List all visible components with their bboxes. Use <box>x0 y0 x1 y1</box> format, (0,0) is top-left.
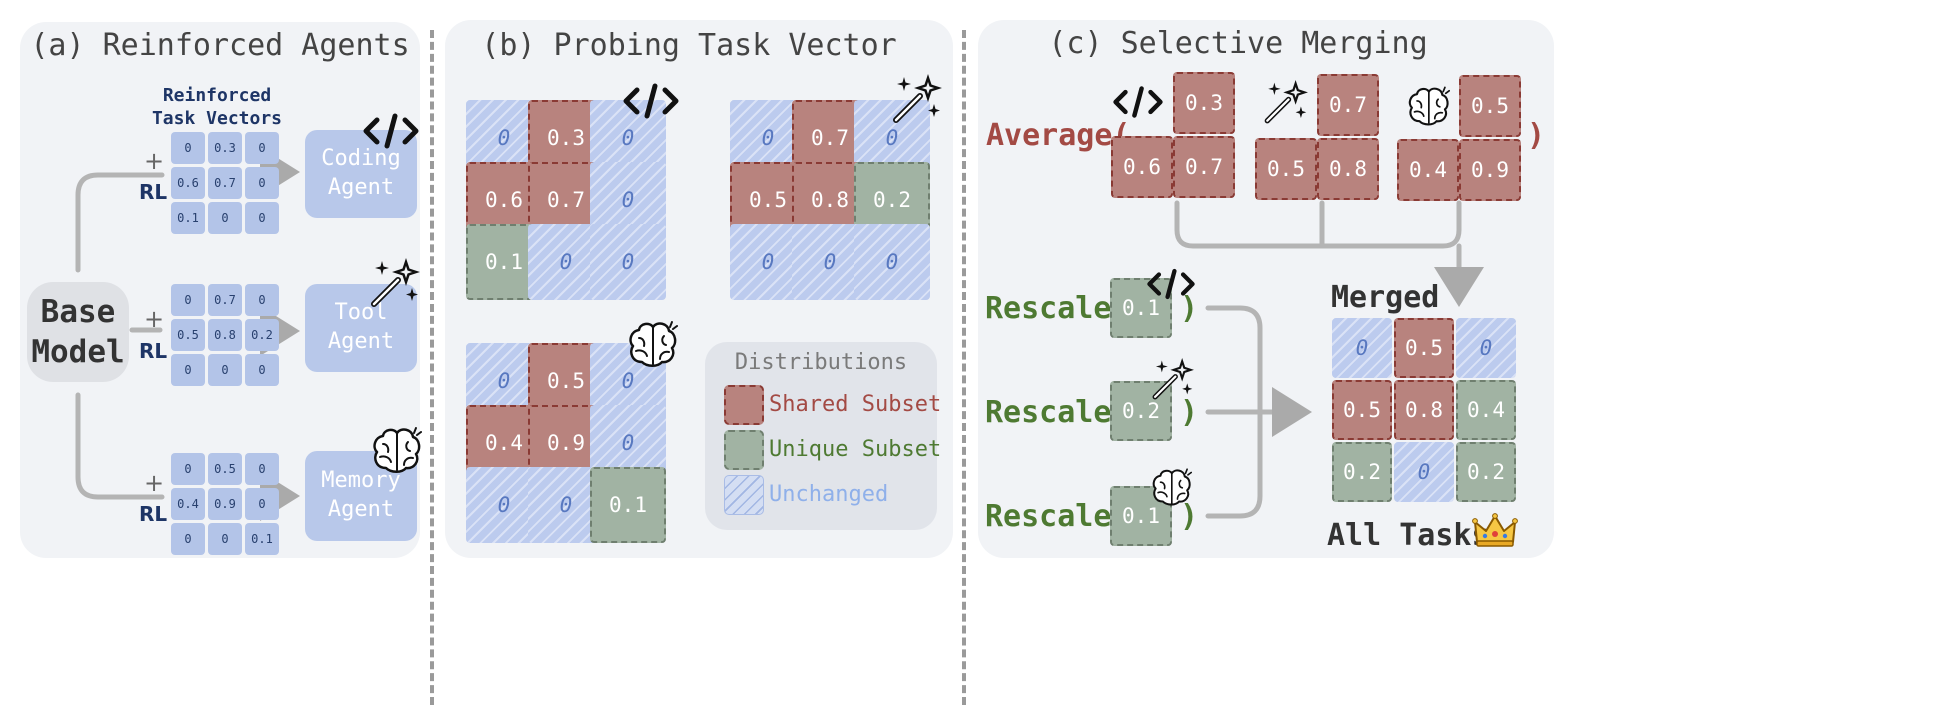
divider-a-b <box>430 30 434 705</box>
rescale-open: Rescale( <box>985 499 1130 534</box>
rescale-close: ) <box>1180 395 1199 430</box>
legend-unchanged-swatch <box>724 475 764 515</box>
magic-wand-icon <box>371 258 420 307</box>
code-icon <box>363 113 419 149</box>
merged-cell: 0.4 <box>1456 380 1516 440</box>
merged-cell: 0.2 <box>1332 442 1392 502</box>
magic-wand-icon <box>893 74 942 123</box>
average-cell: 0.7 <box>1317 74 1379 136</box>
average-cell: 0.5 <box>1255 138 1317 200</box>
vector-cell: 0 <box>245 488 279 520</box>
vector-cell: 0.2 <box>245 319 279 351</box>
rescale-close: ) <box>1180 499 1199 534</box>
brain-icon <box>1408 86 1450 126</box>
vector-cell: 0 <box>171 523 205 555</box>
legend-unique-label: Unique Subset <box>769 437 942 462</box>
rescale-cell: 0.1 <box>1110 278 1172 338</box>
base-model: Base Model <box>27 282 129 382</box>
vector-cell: 0 <box>171 132 205 164</box>
average-open: Average( <box>986 118 1131 153</box>
plus-sign: + <box>144 469 165 497</box>
task-vector-coding: 0 0.3 0 0.6 0.7 0 0.1 0 0 <box>171 132 279 234</box>
average-cell: 0.5 <box>1459 75 1521 137</box>
tool-agent: Tool Agent <box>305 284 417 372</box>
vector-cell: 0.5 <box>208 453 242 485</box>
rescale-close: ) <box>1180 291 1199 326</box>
legend-title: Distributions <box>734 350 908 375</box>
brain-icon <box>373 427 422 473</box>
brain-icon <box>1152 468 1192 506</box>
crown-icon <box>1472 513 1518 547</box>
vector-cell: 0 <box>245 202 279 234</box>
average-cell: 0.7 <box>1173 136 1235 198</box>
average-cell: 0.3 <box>1173 72 1235 134</box>
all-tasks-label: All Tasks <box>1327 518 1490 553</box>
task-vector-memory: 0 0.5 0 0.4 0.9 0 0 0 0.1 <box>171 453 279 555</box>
vector-cell: 0.4 <box>171 488 205 520</box>
rl-label: RL <box>139 502 168 526</box>
panel-b-title: (b) Probing Task Vector <box>481 28 897 63</box>
merged-cell: 0.5 <box>1394 318 1454 378</box>
grid1-cell: 0 <box>590 224 666 300</box>
legend-unchanged-label: Unchanged <box>769 482 889 507</box>
vector-cell: 0 <box>208 354 242 386</box>
vector-cell: 0 <box>245 453 279 485</box>
vector-cell: 0 <box>171 354 205 386</box>
merged-label: Merged <box>1331 280 1440 315</box>
plus-sign: + <box>144 305 165 333</box>
legend-unique-swatch <box>724 430 764 470</box>
average-cell: 0.9 <box>1459 139 1521 201</box>
rescale-cell: 0.2 <box>1110 381 1172 441</box>
plus-sign: + <box>144 147 165 175</box>
vector-cell: 0 <box>171 284 205 316</box>
merged-cell: 0 <box>1394 442 1454 502</box>
panel-a-title: (a) Reinforced Agents <box>30 28 410 63</box>
code-icon <box>1113 86 1163 118</box>
average-cell: 0.6 <box>1111 136 1173 198</box>
code-icon <box>623 83 679 119</box>
grid2-cell: 0 <box>854 224 930 300</box>
vector-cell: 0 <box>208 523 242 555</box>
rl-label: RL <box>139 180 168 204</box>
code-icon <box>1147 268 1195 300</box>
average-close: ) <box>1527 118 1546 153</box>
vector-cell: 0.1 <box>171 202 205 234</box>
vector-cell: 0.7 <box>208 284 242 316</box>
vector-cell: 0 <box>208 202 242 234</box>
task-vector-tool: 0 0.7 0 0.5 0.8 0.2 0 0 0 <box>171 284 279 386</box>
task-vectors-label: Reinforced Task Vectors <box>151 85 283 130</box>
grid3-cell: 0.1 <box>590 467 666 543</box>
magic-wand-icon <box>1264 80 1308 124</box>
average-cell: 0.8 <box>1317 138 1379 200</box>
coding-agent: Coding Agent <box>305 130 417 218</box>
brain-icon <box>629 321 678 367</box>
legend-shared-label: Shared Subset <box>769 392 942 417</box>
divider-b-c <box>962 30 966 705</box>
rescale-open: Rescale( <box>985 395 1130 430</box>
vector-cell: 0 <box>171 453 205 485</box>
legend-shared-swatch <box>724 385 764 425</box>
average-cell: 0.4 <box>1397 139 1459 201</box>
merged-cell: 0.8 <box>1394 380 1454 440</box>
magic-wand-icon <box>1152 358 1194 400</box>
merged-cell: 0.5 <box>1332 380 1392 440</box>
panel-c-title: (c) Selective Merging <box>1048 26 1428 61</box>
vector-cell: 0.7 <box>208 167 242 199</box>
vector-cell: 0 <box>245 284 279 316</box>
rescale-open: Rescale( <box>985 291 1130 326</box>
merged-cell: 0.2 <box>1456 442 1516 502</box>
vector-cell: 0.6 <box>171 167 205 199</box>
merged-cell: 0 <box>1456 318 1516 378</box>
vector-cell: 0 <box>245 167 279 199</box>
rl-label: RL <box>139 339 168 363</box>
vector-cell: 0.8 <box>208 319 242 351</box>
vector-cell: 0.5 <box>171 319 205 351</box>
vector-cell: 0.3 <box>208 132 242 164</box>
vector-cell: 0.1 <box>245 523 279 555</box>
vector-cell: 0.9 <box>208 488 242 520</box>
vector-cell: 0 <box>245 132 279 164</box>
merged-cell: 0 <box>1332 318 1392 378</box>
vector-cell: 0 <box>245 354 279 386</box>
